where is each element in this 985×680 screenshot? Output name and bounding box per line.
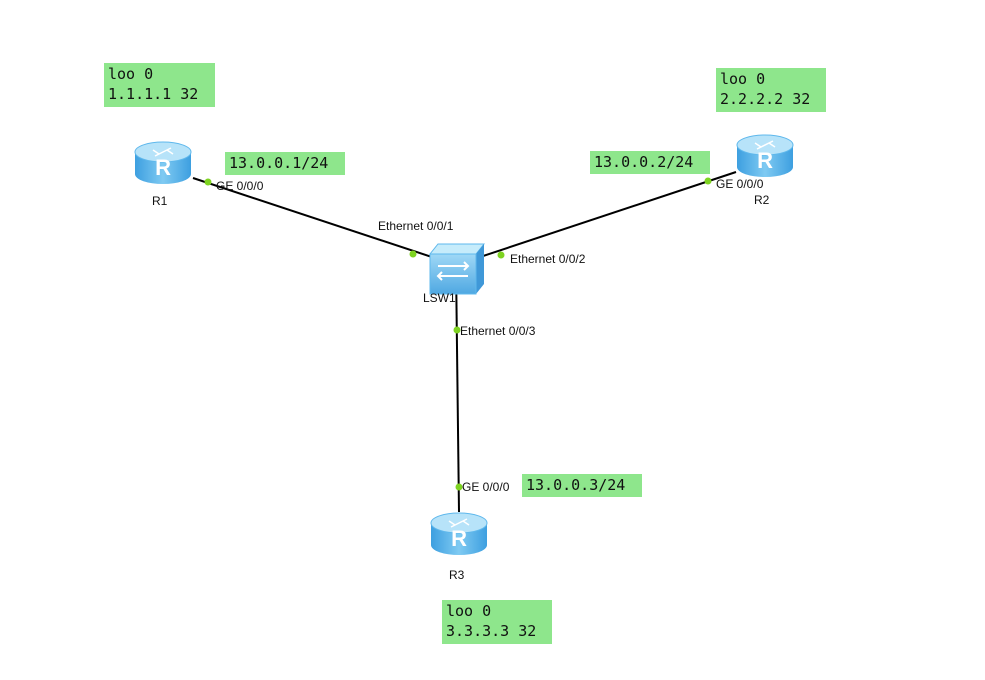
note-line: loo 0 [108,65,154,83]
router-r3[interactable]: R [430,512,488,555]
note-line: loo 0 [720,70,766,88]
note-r2-loopback[interactable]: loo 0 2.2.2.2 32 [716,68,826,112]
router-r2[interactable]: R [736,134,794,177]
router-r1[interactable]: R [134,141,192,184]
note-line: 2.2.2.2 32 [720,90,811,108]
device-name-r2: R2 [754,193,770,207]
device-name-lsw1: LSW1 [423,291,456,305]
link-r3-lsw1[interactable] [455,264,460,513]
switch-lsw1[interactable] [428,243,486,295]
port-label-r2-ge: GE 0/0/0 [716,177,764,191]
router-icon: R [430,512,488,555]
port-label-r1-ge: GE 0/0/0 [216,179,264,193]
note-r3-ip[interactable]: 13.0.0.3/24 [522,474,642,497]
note-r1-ip[interactable]: 13.0.0.1/24 [225,152,345,175]
router-glyph: R [451,526,467,551]
note-r3-loopback[interactable]: loo 0 3.3.3.3 32 [442,600,552,644]
port-label-lsw1-e2: Ethernet 0/0/2 [510,252,586,266]
port-dot-r3-ge[interactable] [455,483,463,491]
note-r1-loopback[interactable]: loo 0 1.1.1.1 32 [104,63,215,107]
device-name-r3: R3 [449,568,465,582]
port-dot-lsw1-e3[interactable] [453,326,461,334]
port-dot-r2-ge[interactable] [704,177,712,185]
router-glyph: R [757,148,773,173]
note-line: loo 0 [446,602,492,620]
link-r1-lsw1[interactable] [192,177,457,266]
port-dot-lsw1-e1[interactable] [409,250,417,258]
router-glyph: R [155,155,171,180]
port-label-lsw1-e3: Ethernet 0/0/3 [460,324,536,338]
router-icon: R [134,141,192,184]
port-dot-lsw1-e2[interactable] [497,251,505,259]
device-name-r1: R1 [152,194,168,208]
port-label-r3-ge: GE 0/0/0 [462,480,510,494]
router-icon: R [736,134,794,177]
switch-icon [428,243,486,295]
note-r2-ip[interactable]: 13.0.0.2/24 [590,151,710,174]
note-line: 1.1.1.1 32 [108,85,199,103]
note-line: 3.3.3.3 32 [446,622,537,640]
port-dot-r1-ge[interactable] [204,178,212,186]
port-label-lsw1-e1: Ethernet 0/0/1 [378,219,454,233]
link-r2-lsw1[interactable] [455,171,737,266]
